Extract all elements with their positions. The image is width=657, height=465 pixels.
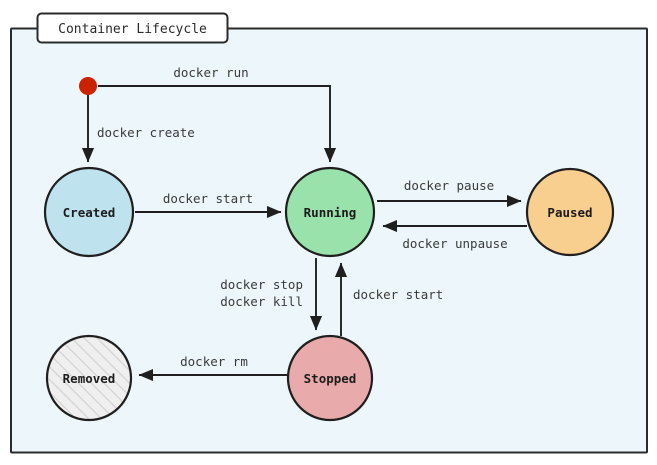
edge-created-running: docker start	[135, 191, 282, 219]
edge-label-docker-stop: docker stop	[220, 277, 303, 292]
page-title: Container Lifecycle	[58, 22, 207, 37]
edge-label-docker-create: docker create	[97, 125, 195, 140]
node-running-label: Running	[304, 205, 357, 220]
edge-label-docker-start-stopped: docker start	[353, 287, 443, 302]
node-created[interactable]: Created	[43, 166, 135, 258]
edge-stopped-running: docker start	[334, 262, 443, 336]
node-paused[interactable]: Paused	[525, 167, 615, 257]
node-removed-label: Removed	[63, 371, 116, 386]
edge-label-docker-run: docker run	[173, 65, 248, 80]
node-start-dot[interactable]	[79, 77, 97, 95]
edge-label-docker-kill: docker kill	[220, 294, 303, 309]
edge-label-docker-rm: docker rm	[180, 354, 248, 369]
edge-label-docker-start-created: docker start	[163, 191, 253, 206]
edge-start-running: docker run	[98, 65, 337, 163]
node-paused-label: Paused	[547, 205, 592, 220]
node-running[interactable]: Running	[284, 166, 376, 258]
node-created-label: Created	[63, 205, 116, 220]
edge-running-paused: docker pause	[377, 178, 522, 208]
node-removed[interactable]: Removed	[45, 334, 133, 422]
edge-label-docker-pause: docker pause	[404, 178, 494, 193]
edge-running-stopped: docker stop docker kill	[220, 258, 323, 331]
edge-label-docker-unpause: docker unpause	[402, 236, 507, 251]
node-stopped-label: Stopped	[304, 371, 357, 386]
diagram-title-box: Container Lifecycle	[36, 12, 229, 44]
edge-start-created: docker create	[81, 95, 195, 163]
edge-stopped-removed: docker rm	[138, 354, 287, 382]
edge-paused-running: docker unpause	[382, 219, 527, 251]
node-stopped[interactable]: Stopped	[286, 334, 374, 422]
